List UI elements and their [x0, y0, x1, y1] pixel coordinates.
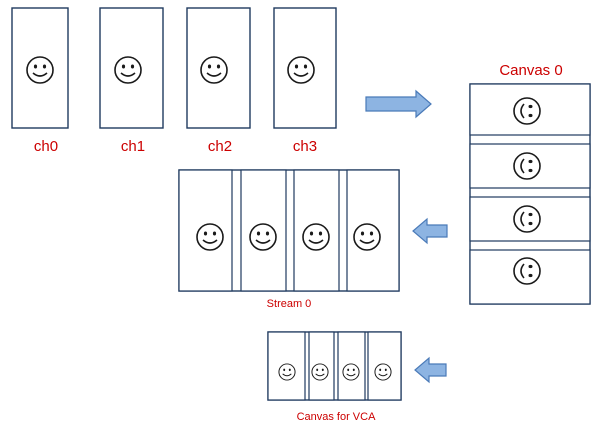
stream-slot-2 [293, 169, 340, 292]
vca-slot-3 [367, 331, 402, 401]
canvas-0 [469, 83, 591, 305]
stream-0 [178, 169, 400, 292]
channel-ch0: ch0 [11, 7, 69, 155]
vca-canvas-label: Canvas for VCA [297, 411, 377, 423]
canvas-slot-2 [469, 196, 591, 242]
vca-slot-0 [267, 331, 306, 401]
channel-ch3: ch3 [273, 7, 337, 155]
stream-slot-1 [240, 169, 287, 292]
channel-ch1: ch1 [99, 7, 164, 155]
arrow-left-icon [412, 217, 448, 245]
stream-slot-0 [178, 169, 233, 292]
channel-label-ch2: ch2 [208, 138, 232, 155]
canvas-slot-0 [469, 83, 591, 136]
stream-label: Stream 0 [267, 298, 312, 310]
vca-slot-1 [308, 331, 335, 401]
canvas-slot-1 [469, 143, 591, 189]
arrow-right-icon [365, 89, 432, 119]
vca-slot-2 [337, 331, 366, 401]
canvas-title: Canvas 0 [499, 62, 562, 79]
canvas-slot-3 [469, 249, 591, 305]
arrow-left-icon [414, 356, 447, 384]
channel-label-ch3: ch3 [293, 138, 317, 155]
vca-canvas [267, 331, 402, 401]
channel-ch2: ch2 [186, 7, 251, 155]
channel-label-ch0: ch0 [34, 138, 58, 155]
stream-slot-3 [346, 169, 400, 292]
channel-label-ch1: ch1 [121, 138, 145, 155]
